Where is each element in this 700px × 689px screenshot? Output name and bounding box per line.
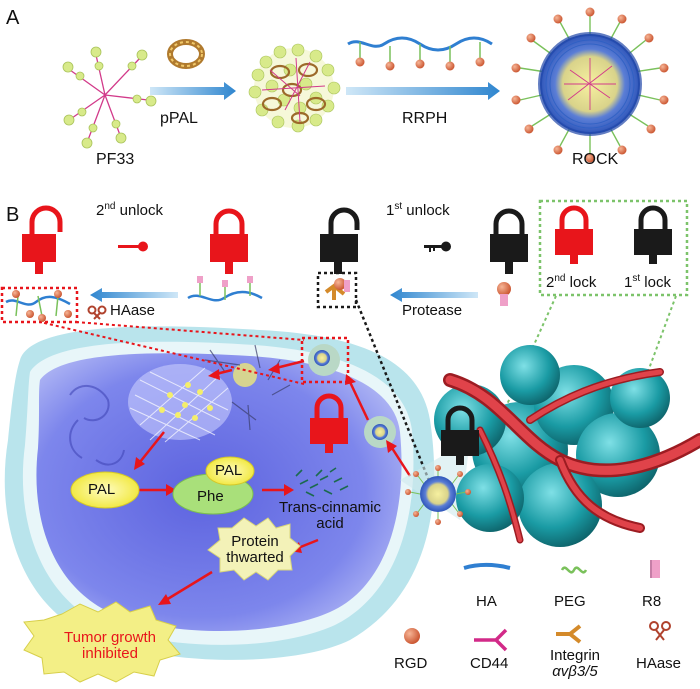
pal2-label: PAL [215, 462, 243, 479]
trans-cinnamic-label: Trans-cinnamic acid [270, 500, 390, 532]
pf33-ppal-complex [248, 43, 341, 133]
legend-rgd-icon [404, 628, 420, 644]
tissue-black-lock-icon [441, 405, 479, 465]
tumor-inhibited-burst [23, 601, 181, 683]
zoom-connector-black [354, 299, 434, 489]
pal-bubble-2 [205, 456, 255, 486]
trans-cinnamic-line1: Trans-cinnamic [279, 499, 381, 516]
panel-a-label: A [6, 7, 20, 29]
rrph-label: RRPH [402, 110, 448, 127]
panel-b-label: B [6, 204, 20, 226]
legend-cd44-label: CD44 [470, 655, 509, 672]
second-unlock-label: 2nd unlock [96, 201, 163, 219]
tumor-tissue [400, 345, 700, 547]
phe-label: Phe [197, 488, 224, 505]
protein-thwarted-label: Protein thwarted [210, 534, 300, 566]
first-lock-label: 1st lock [624, 273, 671, 291]
pf33-label: PF33 [96, 151, 135, 168]
haase-cleavage-box [0, 286, 79, 324]
zoom-connector-red [39, 321, 305, 385]
peg-ha-chain [187, 276, 263, 302]
lock-legend-box [538, 199, 689, 297]
red-open-lock-icon [22, 205, 63, 274]
legend-r8-label: R8 [642, 593, 662, 610]
rock-nanoparticle [511, 7, 669, 163]
pf33-polymer [69, 54, 149, 141]
hydrolyzed-chain [5, 290, 72, 322]
tumor-inhibited-line1: Tumor growth [64, 629, 156, 646]
endosome-box [300, 336, 350, 384]
pal-bubble [70, 471, 140, 509]
pathway-arrows [134, 359, 412, 605]
vesicle-particle [372, 424, 388, 440]
rgd-r8-icon [497, 282, 511, 306]
legend-peg-label: PEG [554, 593, 586, 610]
ppal-label: pPAL [160, 110, 198, 127]
haase-scissors-icon [87, 305, 107, 320]
tumor-inhibited-line2: inhibited [82, 644, 138, 662]
cell-red-lock-icon [310, 393, 348, 453]
arrow-rrph [346, 82, 500, 100]
endosome-particle [314, 350, 330, 366]
legend-red-lock-icon [555, 205, 593, 264]
protein-thwarted-line1: Protein [231, 533, 279, 550]
second-lock-label: 2nd lock [546, 273, 597, 291]
arrow-protease [390, 288, 478, 302]
legend-black-lock-icon [634, 205, 672, 264]
haase-arrow-label: HAase [110, 302, 156, 319]
legend-r8-icon [650, 560, 660, 578]
protein-thwarted-line2: thwarted [226, 548, 284, 566]
black-open-lock-icon [320, 207, 360, 274]
tumor-inhibited-label: Tumor growth inhibited [40, 630, 180, 662]
legend-peg-icon [560, 566, 588, 574]
legend-ha-icon [463, 563, 511, 570]
legend-haase-icon [649, 621, 671, 641]
first-unlock-label: 1st unlock [386, 201, 450, 219]
protein-thwarted-burst [207, 517, 301, 581]
legend-integrin-line1: Integrin [549, 647, 601, 664]
arrow-ppal [150, 82, 236, 100]
trans-cinnamic-line2: acid [316, 514, 344, 532]
protease-arrow-label: Protease [402, 302, 463, 319]
legend-integrin-label: Integrin αvβ3/5 [540, 648, 610, 680]
legend-cd44-icon [474, 628, 508, 652]
legend-haase-label: HAase [636, 655, 682, 672]
integrin-rgd-icon [324, 278, 350, 300]
ppal-icon [167, 39, 205, 69]
protease-cleavage-box [316, 271, 358, 309]
pf33-beads [62, 46, 157, 149]
rock-at-tissue [405, 465, 471, 525]
legend-rgd-label: RGD [394, 655, 428, 672]
black-closed-lock-icon [490, 208, 528, 274]
rrph-chain [347, 36, 493, 71]
black-key-icon [424, 241, 451, 252]
legend-integrin-line2: αvβ3/5 [552, 662, 598, 680]
red-closed-lock-icon [210, 208, 248, 274]
rock-label: ROCK [572, 151, 619, 168]
legend-ha-label: HA [476, 593, 497, 610]
legend-integrin-icon [556, 624, 582, 644]
trans-cinnamic-crystals [295, 467, 349, 497]
arrow-haase [90, 288, 178, 302]
pal-label: PAL [88, 481, 116, 498]
red-key-icon [118, 241, 148, 252]
